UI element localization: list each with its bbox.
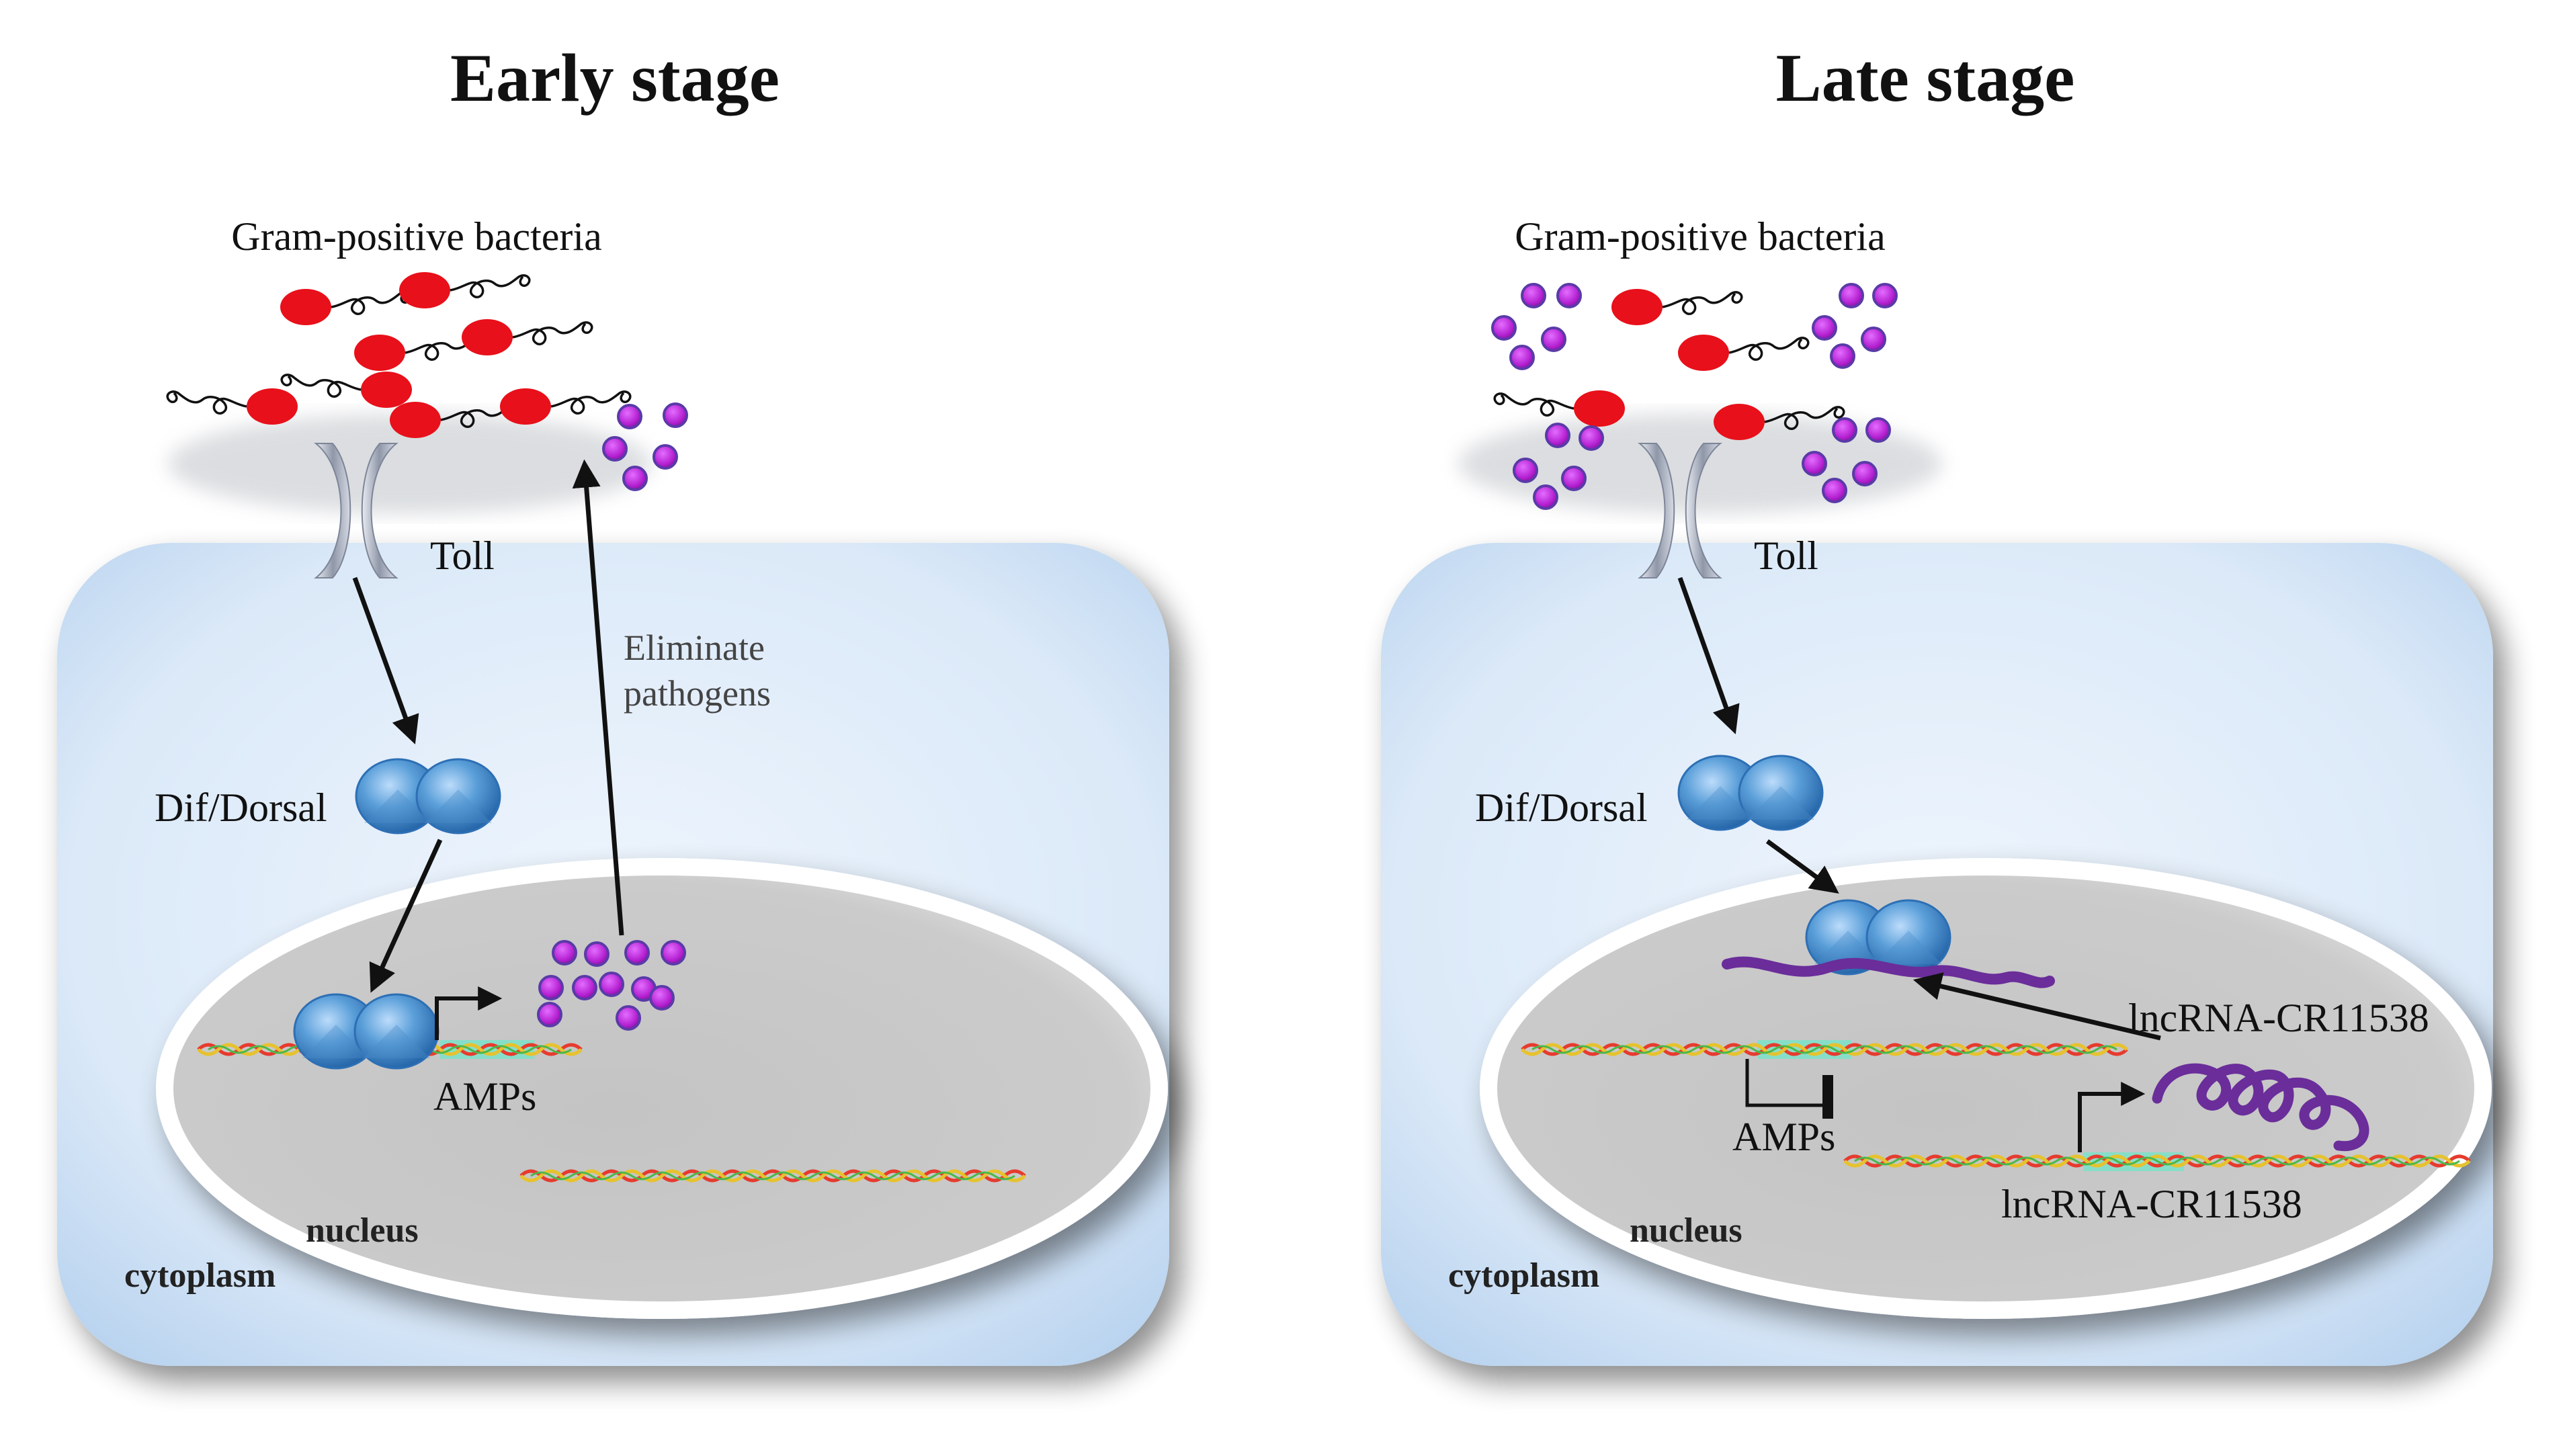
amp-particle-icon bbox=[1541, 327, 1566, 352]
amp-particle-icon bbox=[617, 404, 642, 429]
amp-particle-icon bbox=[1579, 425, 1604, 451]
amp-particle-icon bbox=[1802, 451, 1827, 476]
bacterium-icon bbox=[499, 387, 632, 426]
amp-particle-icon bbox=[616, 1005, 641, 1031]
cytoplasm-label: cytoplasm bbox=[1448, 1256, 1599, 1295]
amp-particle-icon bbox=[1533, 484, 1558, 510]
amp-particle-icon bbox=[1872, 283, 1898, 308]
bacterium-icon bbox=[398, 271, 531, 310]
bacterium-icon bbox=[460, 318, 593, 357]
amp-particle-icon bbox=[624, 940, 650, 966]
amp-particle-icon bbox=[649, 985, 675, 1011]
amp-particle-icon bbox=[602, 436, 628, 462]
amp-particle-icon bbox=[572, 975, 597, 1000]
amp-particle-icon bbox=[537, 1002, 562, 1027]
bacterium-icon bbox=[166, 387, 299, 426]
panel-title: Late stage bbox=[1776, 40, 2075, 116]
amp-particle-icon bbox=[653, 444, 678, 470]
toll-label: Toll bbox=[430, 533, 495, 578]
nucleus-label: nucleus bbox=[306, 1211, 419, 1250]
bacterium-icon bbox=[1610, 288, 1743, 327]
secretion-arrow bbox=[572, 459, 624, 936]
amp-particle-icon bbox=[622, 466, 648, 491]
amp-particle-icon bbox=[1556, 283, 1582, 308]
amp-particle-icon bbox=[1513, 458, 1538, 483]
amp-particle-icon bbox=[1812, 315, 1837, 341]
panel-early-stage: Early stage Gram-positive bacteria bbox=[57, 40, 1169, 1366]
amp-particle-icon bbox=[1865, 417, 1891, 443]
cytoplasm-label: cytoplasm bbox=[124, 1256, 276, 1295]
lncrna-label: lncRNA-CR11538 bbox=[2128, 996, 2429, 1040]
nucleus-label: nucleus bbox=[1630, 1211, 1742, 1250]
amp-particle-icon bbox=[552, 940, 577, 966]
amp-particle-icon bbox=[1839, 283, 1864, 308]
amp-particle-icon bbox=[1830, 343, 1855, 369]
lncrna-gene-label: lncRNA-CR11538 bbox=[2001, 1182, 2302, 1226]
translocation-arrow bbox=[1765, 839, 1839, 894]
amp-particle-icon bbox=[1561, 466, 1587, 491]
amp-particle-icon bbox=[538, 975, 564, 1000]
dif-dorsal-dimer-icon bbox=[293, 993, 439, 1070]
amp-particle-icon bbox=[1832, 417, 1857, 443]
amp-particle-icon bbox=[1509, 345, 1535, 370]
amp-particle-icon bbox=[1521, 283, 1546, 308]
dna-helix-icon bbox=[519, 1169, 1026, 1183]
transcription-arrow bbox=[435, 986, 503, 1040]
dif-dorsal-label: Dif/Dorsal bbox=[1475, 785, 1648, 830]
eliminate-label-line2: pathogens bbox=[624, 673, 771, 714]
lncrna-coil-icon bbox=[1722, 956, 2055, 988]
nucleus bbox=[1480, 858, 2492, 1319]
amp-particle-icon bbox=[663, 402, 688, 428]
bacteria-cluster bbox=[166, 271, 632, 439]
binding-arrow bbox=[1912, 972, 2161, 1041]
activation-arrow bbox=[1677, 576, 1740, 734]
dna-helix-icon bbox=[1521, 1040, 2128, 1059]
nucleus bbox=[156, 858, 1168, 1319]
dif-dorsal-dimer-icon bbox=[355, 758, 501, 834]
panel-late-stage: Late stage Gram-positive bacteria bbox=[1381, 40, 2493, 1366]
panel-title: Early stage bbox=[450, 40, 780, 116]
eliminate-label-line1: Eliminate bbox=[624, 628, 765, 668]
dif-dorsal-label: Dif/Dorsal bbox=[155, 785, 327, 830]
amps-gene-label: AMPs bbox=[433, 1074, 536, 1119]
bacterium-icon bbox=[280, 370, 413, 409]
amps-gene-label: AMPs bbox=[1732, 1115, 1835, 1159]
bacteria-label: Gram-positive bacteria bbox=[231, 214, 601, 259]
amp-particle-icon bbox=[661, 940, 686, 966]
bacteria-label: Gram-positive bacteria bbox=[1515, 214, 1885, 259]
amp-particle-icon bbox=[1545, 423, 1570, 448]
amp-particle-icon bbox=[599, 972, 624, 997]
activation-arrow bbox=[352, 576, 419, 744]
dif-dorsal-dimer-icon bbox=[1677, 755, 1824, 831]
amp-particle-icon bbox=[584, 941, 609, 967]
amp-particle-icon bbox=[1491, 315, 1517, 341]
bacterium-icon bbox=[1677, 333, 1810, 372]
amp-particle-icon bbox=[1852, 461, 1878, 486]
lncrna-coil-icon bbox=[2152, 1063, 2369, 1152]
amp-particle-icon bbox=[1861, 327, 1886, 352]
translocation-arrow bbox=[369, 839, 443, 993]
bacterium-icon bbox=[279, 288, 412, 327]
toll-label: Toll bbox=[1754, 533, 1818, 578]
transcription-arrow bbox=[2078, 1082, 2146, 1152]
dna-helix-icon bbox=[1843, 1152, 2471, 1171]
bacterium-icon bbox=[1493, 389, 1626, 428]
amp-particle-icon bbox=[1822, 478, 1847, 503]
